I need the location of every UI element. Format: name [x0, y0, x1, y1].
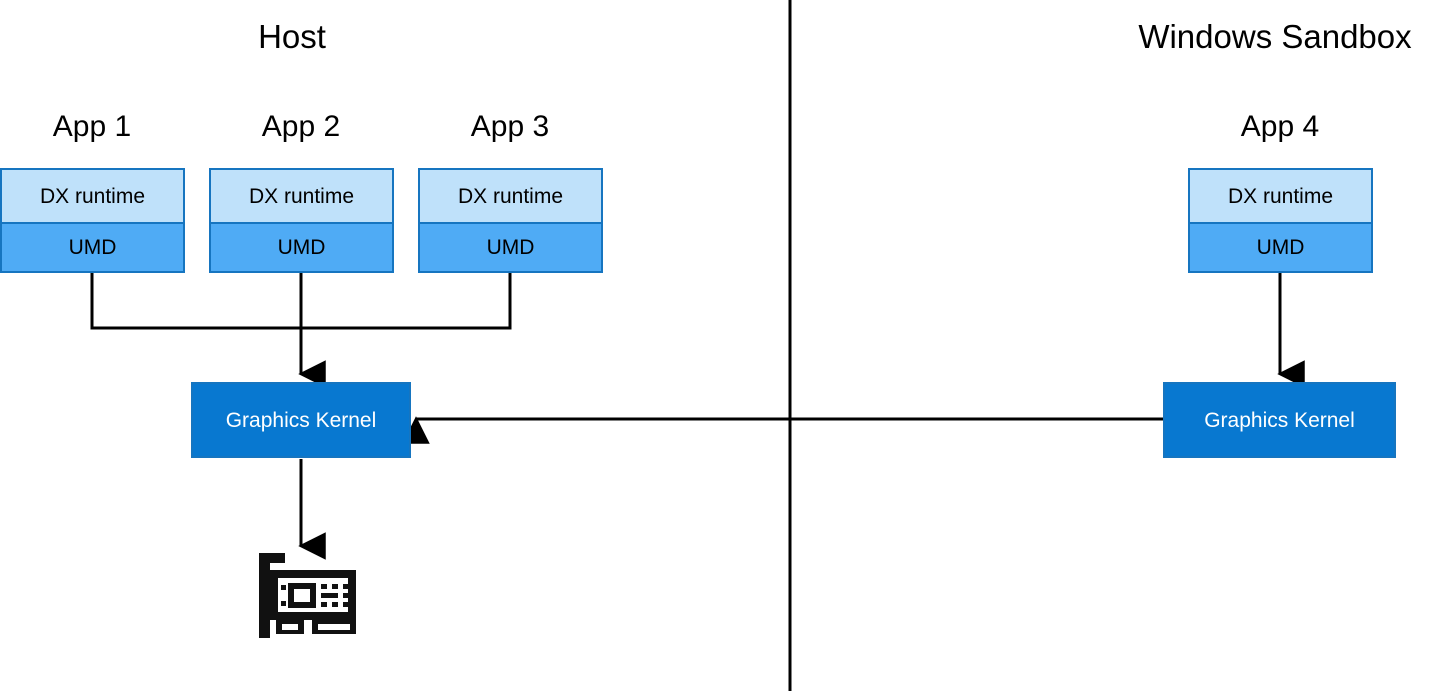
app-stack-app-2[interactable]: DX runtime UMD: [209, 168, 394, 273]
app-stack-app-1[interactable]: DX runtime UMD: [0, 168, 185, 273]
graphics-kernel-host[interactable]: Graphics Kernel: [191, 382, 411, 458]
graphics-kernel-sandbox[interactable]: Graphics Kernel: [1163, 382, 1396, 458]
graphics-card-icon: [259, 553, 356, 638]
app-stack-app-4[interactable]: DX runtime UMD: [1188, 168, 1373, 273]
layer-dx-runtime-app-3[interactable]: DX runtime: [418, 168, 603, 223]
layer-umd-app-2[interactable]: UMD: [209, 223, 394, 273]
app-title-app-3: App 3: [470, 110, 550, 143]
app-stack-app-3[interactable]: DX runtime UMD: [418, 168, 603, 273]
layer-dx-runtime-app-4[interactable]: DX runtime: [1188, 168, 1373, 223]
layer-dx-runtime-app-1[interactable]: DX runtime: [0, 168, 185, 223]
app-title-app-1: App 1: [52, 110, 132, 143]
connector-app3-to-host-kernel: [301, 273, 512, 330]
layer-umd-app-1[interactable]: UMD: [0, 223, 185, 273]
connector-app1-to-host-kernel: [90, 273, 301, 330]
zone-title-windows-sandbox: Windows Sandbox: [1138, 18, 1412, 55]
app-title-app-4: App 4: [1240, 110, 1320, 143]
layer-umd-app-3[interactable]: UMD: [418, 223, 603, 273]
layer-umd-app-4[interactable]: UMD: [1188, 223, 1373, 273]
zone-title-host: Host: [258, 18, 326, 55]
layer-dx-runtime-app-2[interactable]: DX runtime: [209, 168, 394, 223]
app-title-app-2: App 2: [261, 110, 341, 143]
